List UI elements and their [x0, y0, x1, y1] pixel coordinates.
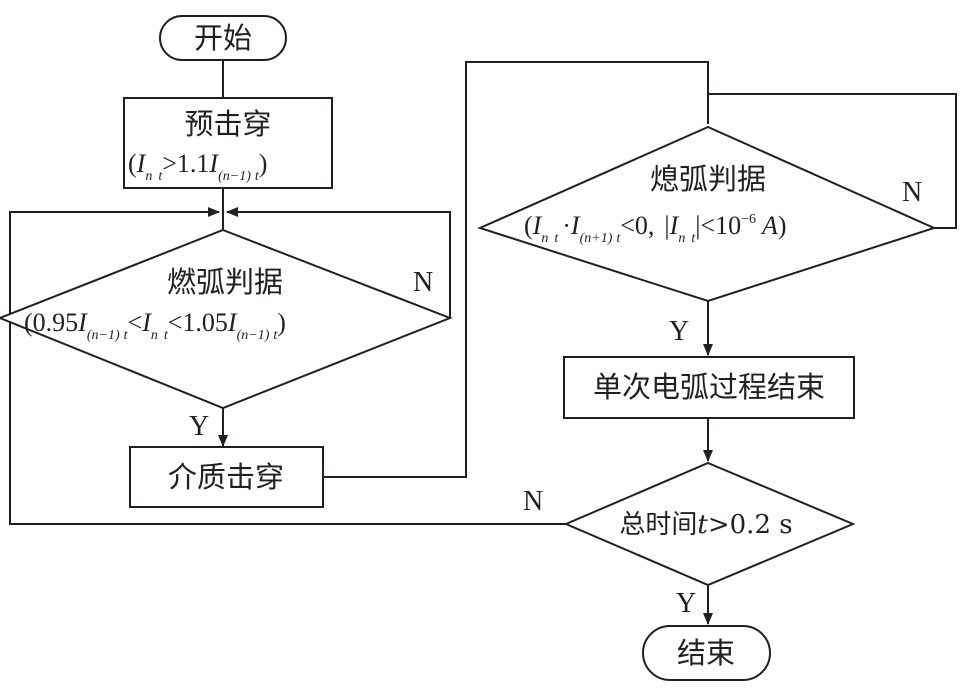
dielectric-label: 介质击穿: [168, 460, 284, 494]
prebreak-title: 预击穿: [184, 107, 271, 141]
edge-time-no-loop: [9, 207, 566, 525]
dielectric-node: 介质击穿: [129, 446, 324, 508]
start-node: 开始: [159, 15, 287, 61]
edge-ext-no-loop: [708, 93, 957, 229]
burn-no-label: N: [413, 267, 433, 298]
total-time-label: 总时间t>0.2 s: [619, 510, 792, 540]
dielectric-box: [129, 446, 324, 508]
branch-labels: N Y N Y N Y: [189, 177, 922, 619]
total-time-diamond: [563, 461, 856, 587]
total-time-no-label: N: [523, 486, 543, 517]
single-end-box: [563, 356, 855, 419]
start-terminal: [159, 15, 287, 61]
connectors: [9, 60, 957, 625]
end-label: 结束: [677, 636, 735, 670]
burn-diamond: [0, 228, 453, 410]
total-time-decision: 总时间t>0.2 s: [563, 461, 856, 587]
extinguish-yes-label: Y: [669, 316, 689, 347]
prebreak-box: [123, 97, 333, 189]
end-terminal: [642, 625, 771, 681]
extinguish-no-label: N: [902, 177, 922, 208]
burn-yes-label: Y: [189, 411, 209, 442]
edge-dielectric-extinguish: [323, 61, 709, 478]
total-time-yes-label: Y: [676, 588, 696, 619]
end-node: 结束: [642, 625, 771, 681]
single-end-node: 单次电弧过程结束: [563, 356, 855, 419]
single-end-label: 单次电弧过程结束: [593, 370, 825, 404]
start-label: 开始: [194, 21, 252, 55]
edge-burn-no-loop: [226, 207, 451, 318]
burn-title: 燃弧判据: [167, 265, 283, 299]
extinguish-title: 熄弧判据: [650, 162, 766, 196]
extinguish-diamond: [477, 125, 937, 303]
